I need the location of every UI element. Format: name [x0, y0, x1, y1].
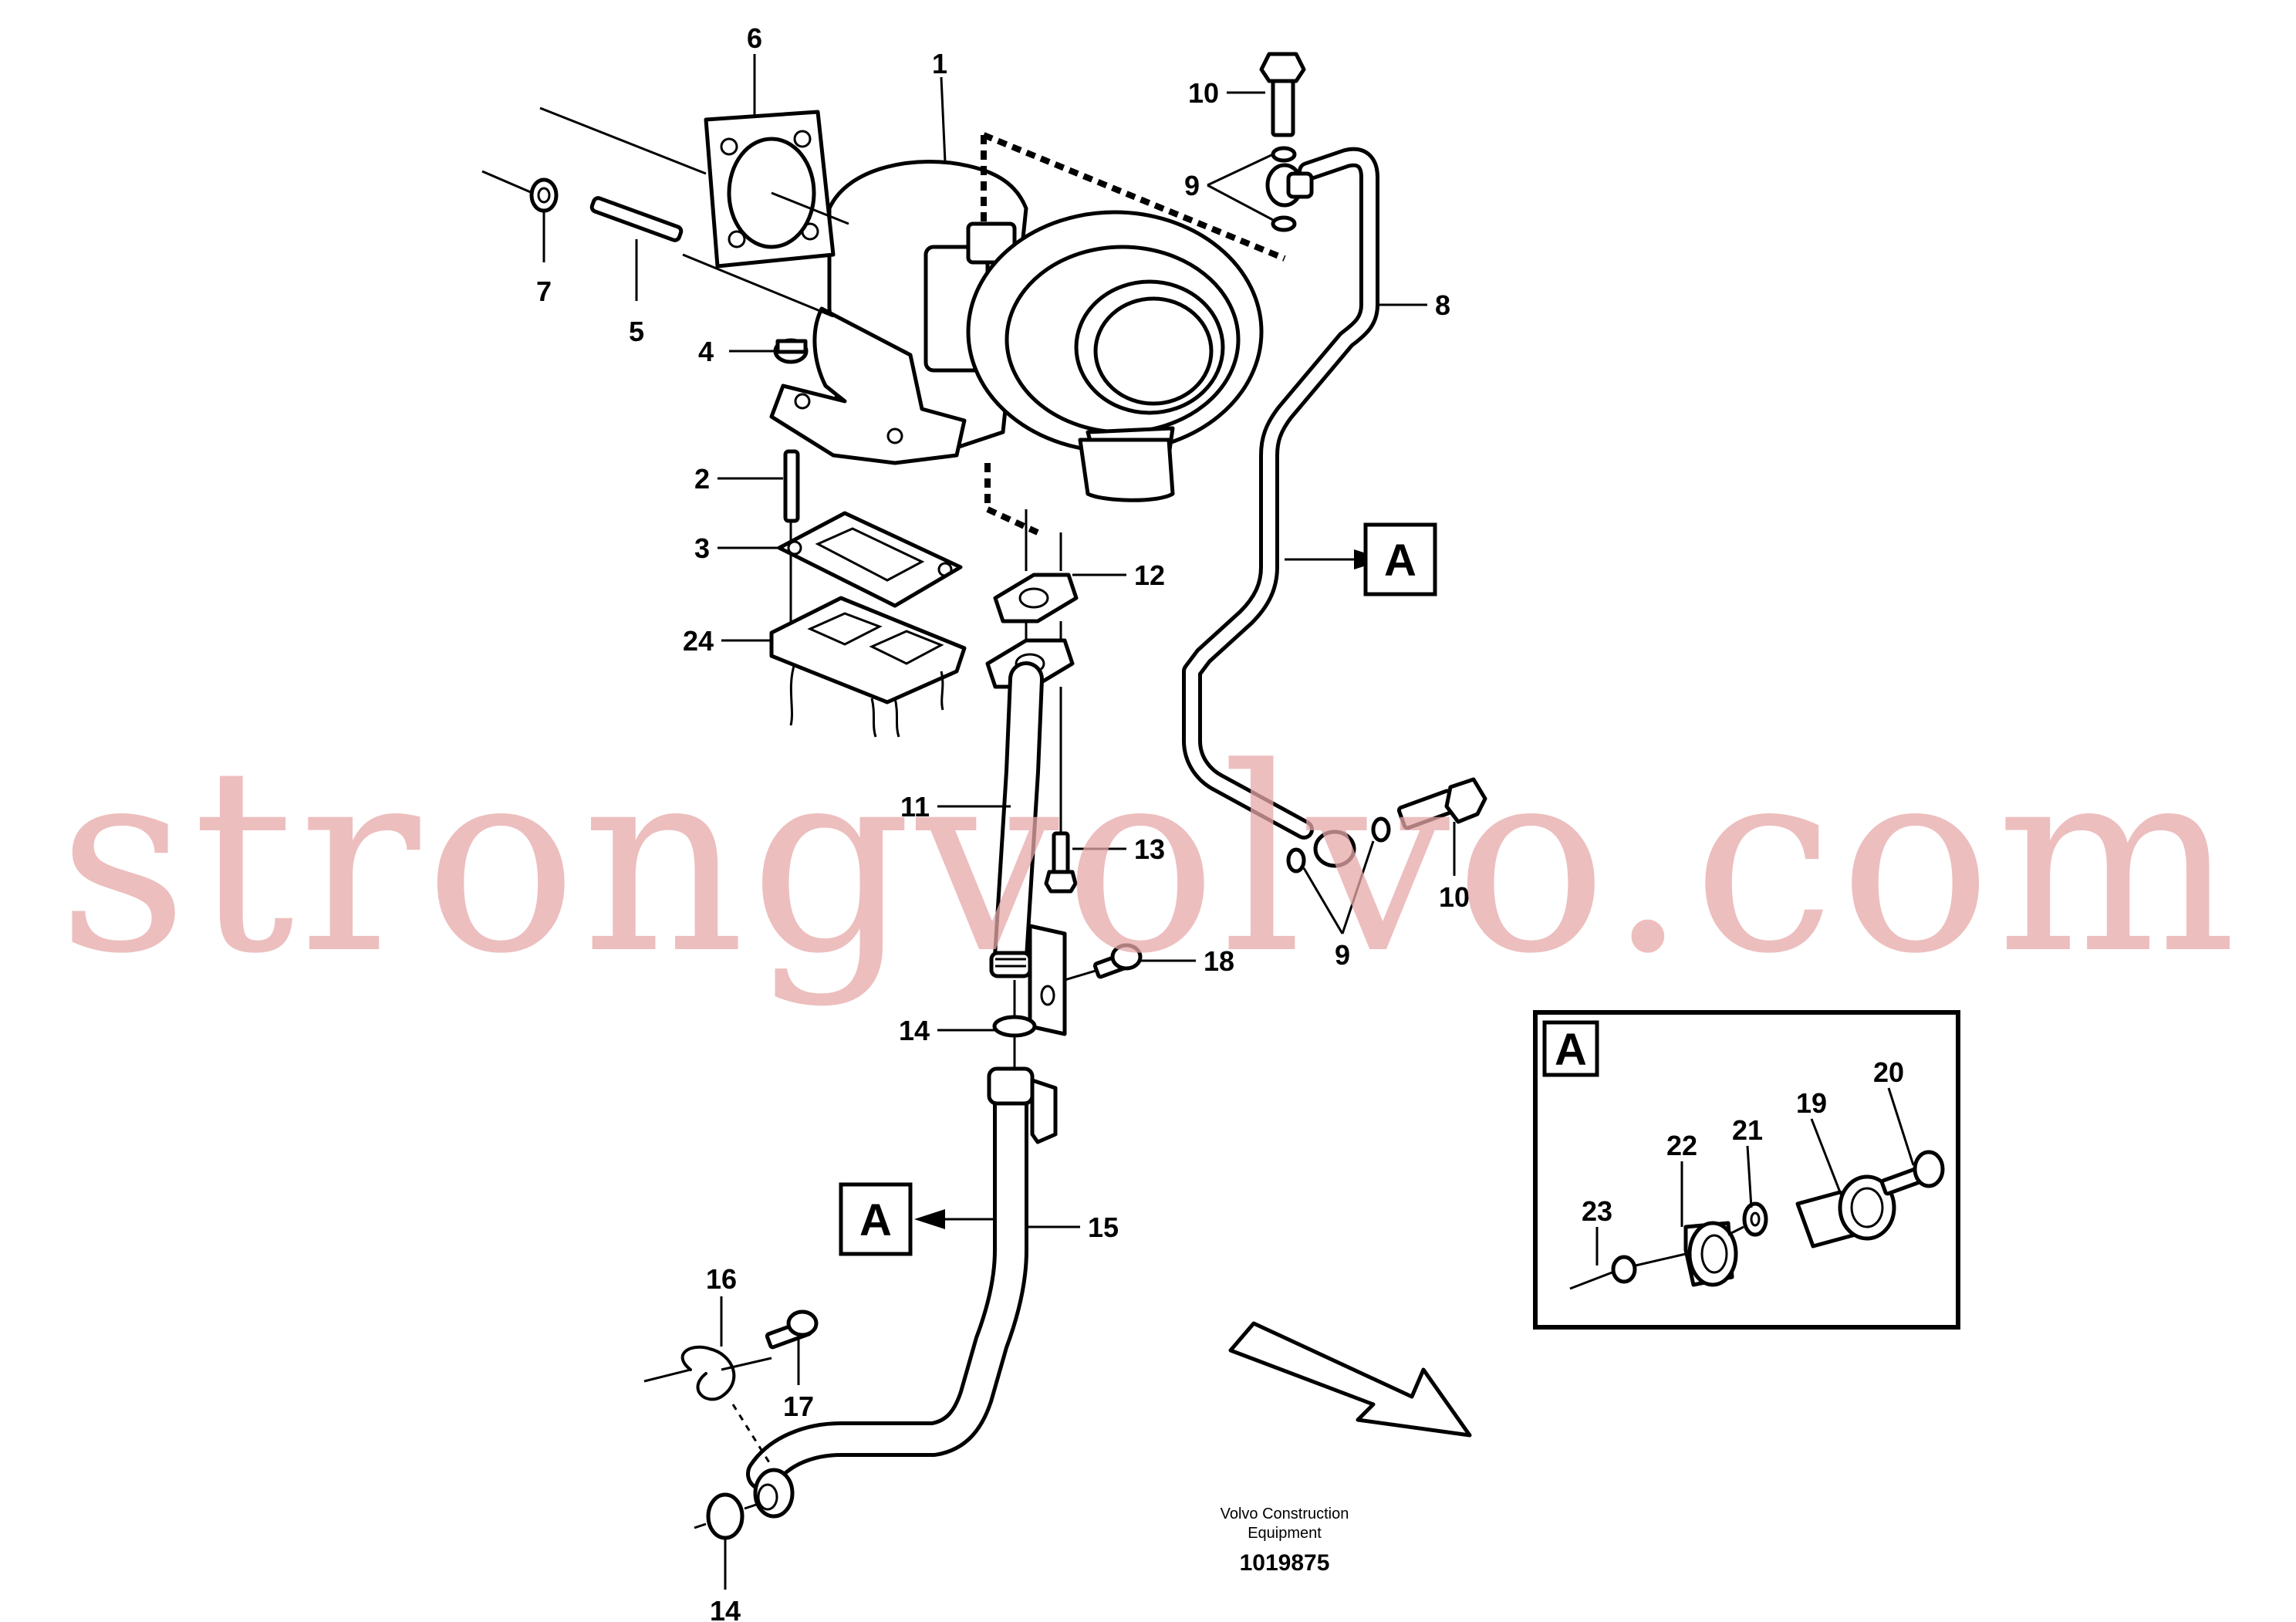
- watermark: strongvolvo.com: [58, 713, 2241, 1009]
- callout-21: 21: [1732, 1114, 1763, 1146]
- o-ring-lower: [694, 1492, 757, 1540]
- callout-19: 19: [1796, 1087, 1827, 1119]
- callout-2: 2: [694, 463, 710, 495]
- callout-1: 1: [932, 48, 947, 79]
- callout-8: 8: [1435, 289, 1450, 321]
- oil-return-lower-pipe: [746, 1066, 1058, 1519]
- oil-return-pipe: [989, 661, 1044, 978]
- callout-4: 4: [698, 336, 714, 367]
- clip-screw: [765, 1309, 819, 1350]
- view-marker-a-top: A: [1285, 522, 1437, 596]
- detail-view-label: A: [1555, 1025, 1587, 1075]
- callout-10-top: 10: [1188, 77, 1219, 109]
- callout-labels: 1 6 7 5 4 2 3 24 10 9 8 12 11 13 18 14 1…: [536, 22, 1904, 1622]
- callout-14-upper: 14: [899, 1015, 930, 1046]
- company-name-line2: Equipment: [1248, 1525, 1322, 1542]
- retaining-clip: [643, 1345, 773, 1467]
- leader-lines: [542, 54, 1915, 1590]
- callout-3: 3: [694, 532, 710, 564]
- direction-arrow-icon: [1228, 1321, 1472, 1438]
- callout-13: 13: [1134, 833, 1165, 865]
- callout-9-bottom: 9: [1335, 939, 1350, 971]
- svg-text:A: A: [1384, 536, 1416, 586]
- callout-22: 22: [1666, 1130, 1697, 1161]
- callout-11: 11: [900, 791, 930, 823]
- callout-12: 12: [1134, 559, 1165, 591]
- callout-9-top: 9: [1184, 170, 1200, 201]
- callout-17: 17: [783, 1391, 814, 1422]
- banjo-bolt-top: [1259, 52, 1306, 137]
- callout-16: 16: [706, 1263, 737, 1295]
- callout-24: 24: [683, 625, 714, 657]
- company-name-line1: Volvo Construction: [1221, 1505, 1349, 1522]
- turbocharger: [769, 132, 1286, 536]
- banjo-fitting-bottom: [1286, 816, 1391, 874]
- svg-text:A: A: [859, 1195, 892, 1245]
- o-ring-upper: [992, 980, 1037, 1069]
- flange-gasket: [539, 106, 849, 269]
- return-gasket: [993, 509, 1079, 623]
- stud: [481, 170, 834, 318]
- footer: Volvo Construction Equipment 1019875: [1221, 1505, 1349, 1576]
- callout-23: 23: [1582, 1195, 1612, 1227]
- banjo-bolt-bottom: [1396, 777, 1487, 830]
- oil-feed-pipe: [1182, 147, 1379, 840]
- callout-7: 7: [536, 275, 552, 307]
- callout-10-bottom: 10: [1439, 881, 1470, 913]
- callout-20: 20: [1873, 1056, 1904, 1088]
- callout-15: 15: [1088, 1211, 1119, 1243]
- callout-6: 6: [747, 22, 762, 54]
- callout-5: 5: [629, 316, 644, 347]
- nut-manifold: [773, 338, 809, 364]
- callout-18: 18: [1204, 945, 1234, 977]
- detail-view-a: A: [1533, 1010, 1960, 1330]
- manifold-gasket: [777, 511, 963, 608]
- document-number: 1019875: [1240, 1550, 1330, 1576]
- view-marker-a-bottom: A: [839, 1182, 995, 1256]
- return-flange-screw: [1044, 687, 1078, 894]
- pipe-bracket: [1028, 924, 1067, 1036]
- banjo-fitting-top: [1265, 146, 1314, 232]
- bracket-screw: [1064, 943, 1143, 982]
- nut: [529, 177, 559, 213]
- exhaust-manifold: [769, 596, 967, 738]
- callout-14-lower: 14: [710, 1595, 741, 1622]
